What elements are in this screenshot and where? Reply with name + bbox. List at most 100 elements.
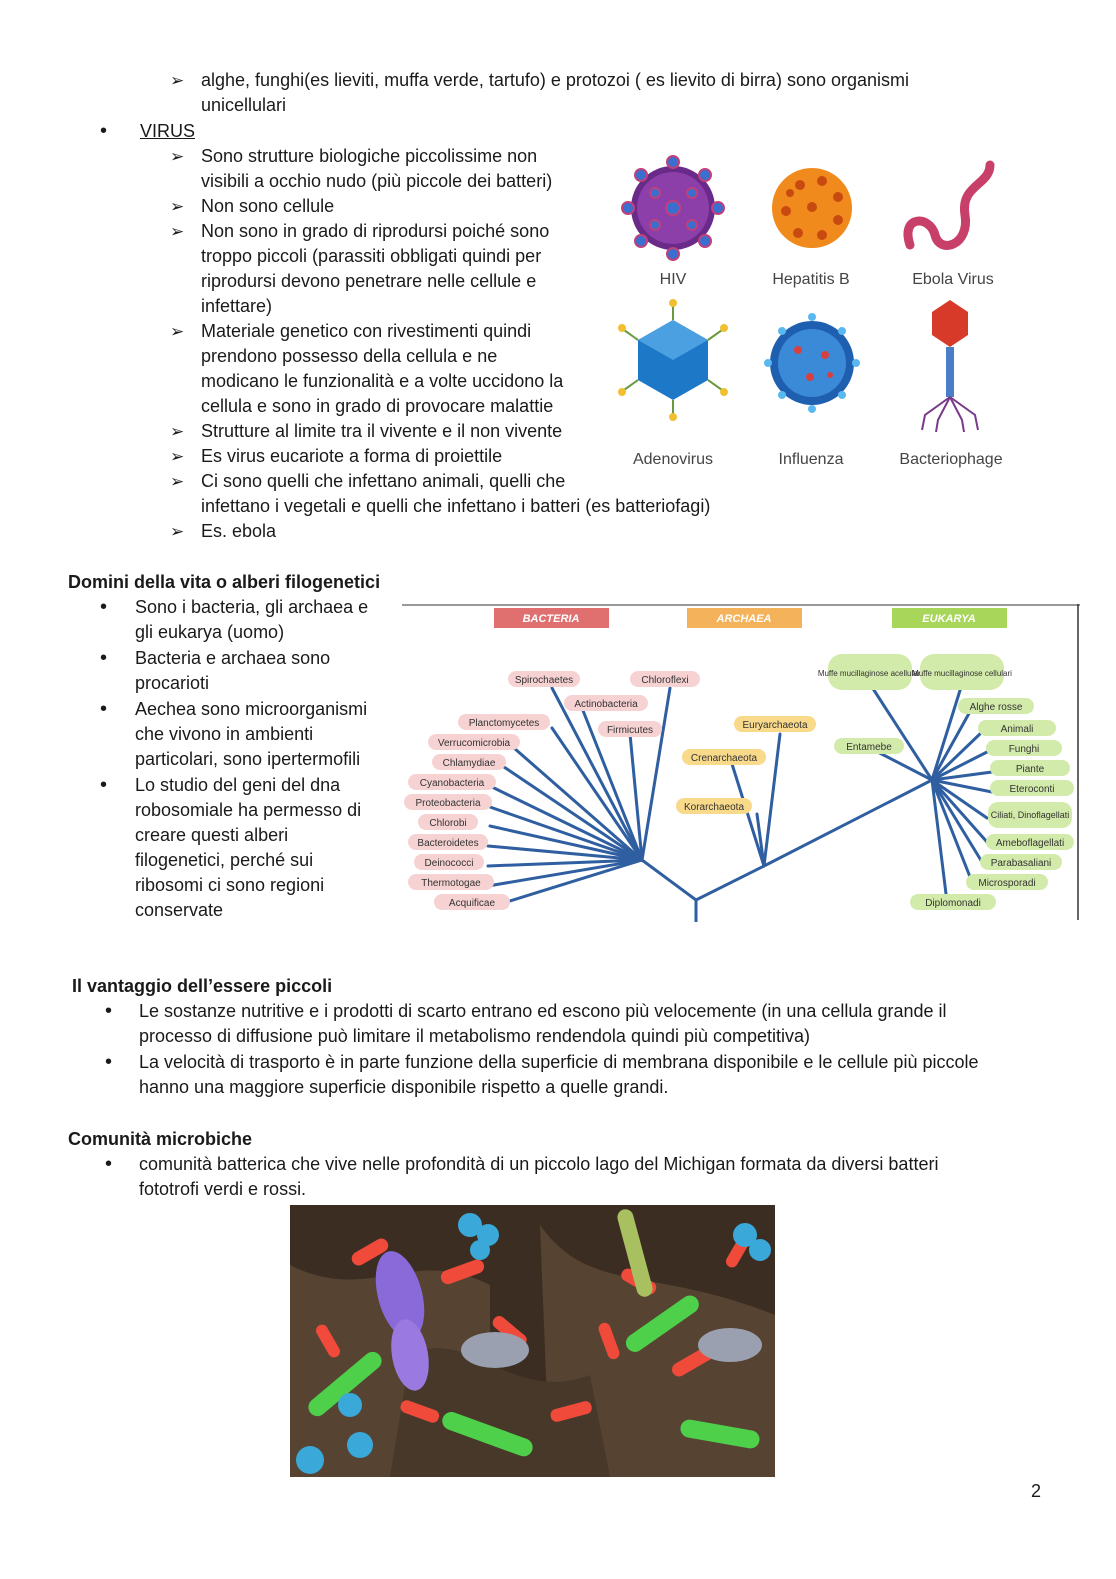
bullet-icon: • bbox=[100, 596, 108, 618]
text-line: alghe, funghi(es lieviti, muffa verde, t… bbox=[201, 70, 910, 90]
taxon-label: Chlorobi bbox=[429, 818, 466, 829]
arrow-bullet-icon: ➢ bbox=[170, 322, 185, 341]
text-line: Bacteria e archaea sono bbox=[135, 648, 331, 668]
text-line: hanno una maggiore superficie disponibil… bbox=[139, 1077, 669, 1097]
taxon-label: Firmicutes bbox=[607, 725, 653, 736]
taxon-label: Chloroflexi bbox=[641, 675, 688, 686]
page-number: 2 bbox=[1031, 1481, 1042, 1501]
taxon-label: Piante bbox=[1016, 764, 1045, 775]
text-line: procarioti bbox=[135, 673, 210, 693]
bullet-icon: • bbox=[100, 647, 108, 669]
hepatitis-b-icon bbox=[772, 168, 852, 248]
bacteriophage-icon bbox=[921, 300, 979, 433]
taxon-label: Microsporadi bbox=[978, 878, 1035, 889]
microbial-community-photo bbox=[290, 1205, 775, 1477]
bullet-icon: • bbox=[105, 1051, 113, 1073]
virus-label-bacteriophage: Bacteriophage bbox=[899, 451, 1003, 468]
text-line: processo di diffusione può limitare il m… bbox=[139, 1026, 811, 1046]
domain-header-archaea bbox=[687, 608, 802, 628]
text-line: gli eukarya (uomo) bbox=[135, 622, 285, 642]
virus-label-hepatitis-b: Hepatitis B bbox=[772, 271, 850, 288]
arrow-bullet-icon: ➢ bbox=[170, 197, 185, 216]
taxon-label: Funghi bbox=[1009, 744, 1040, 755]
text-line: infettare) bbox=[201, 296, 273, 316]
virus-label-adenovirus: Adenovirus bbox=[632, 451, 714, 468]
hiv-icon bbox=[621, 155, 725, 261]
section-heading-virus: VIRUS bbox=[140, 121, 196, 141]
bullet-icon: • bbox=[100, 120, 108, 142]
taxon-label: Verrucomicrobia bbox=[438, 738, 511, 749]
taxon-label: Muffe mucillaginose cellulari bbox=[912, 669, 1012, 678]
text-line: Materiale genetico con rivestimenti quin… bbox=[201, 321, 532, 341]
virus-label-ebola: Ebola Virus bbox=[912, 271, 994, 288]
taxon-label: Actinobacteria bbox=[574, 699, 638, 710]
arrow-bullet-icon: ➢ bbox=[170, 71, 185, 90]
text-line: cellula e sono in grado di provocare mal… bbox=[201, 396, 554, 416]
arrow-bullet-icon: ➢ bbox=[170, 522, 185, 541]
bullet-icon: • bbox=[100, 774, 108, 796]
domain-label-eukarya: EUKARYA bbox=[922, 613, 975, 625]
arrow-bullet-icon: ➢ bbox=[170, 447, 185, 466]
taxon-label: Diplomonadi bbox=[925, 898, 981, 909]
text-line: Es virus eucariote a forma di proiettile bbox=[201, 446, 503, 466]
taxon-label: Crenarchaeota bbox=[691, 753, 758, 764]
text-line: conservate bbox=[135, 900, 224, 920]
virus-label-hiv: HIV bbox=[659, 271, 687, 288]
taxon-label: Deinococci bbox=[425, 858, 474, 869]
arrow-bullet-icon: ➢ bbox=[170, 222, 185, 241]
taxon-label: Euryarchaeota bbox=[742, 720, 807, 731]
arrow-bullet-icon: ➢ bbox=[170, 147, 185, 166]
text-line: unicellulari bbox=[201, 95, 287, 115]
ebola-virus-icon bbox=[903, 160, 995, 250]
virus-illustration bbox=[618, 155, 995, 433]
text-line: filogenetici, perché sui bbox=[135, 850, 314, 870]
bullet-icon: • bbox=[105, 1153, 113, 1175]
influenza-icon bbox=[764, 313, 860, 413]
text-line: Ci sono quelli che infettano animali, qu… bbox=[201, 471, 566, 491]
taxon-label: Planctomycetes bbox=[469, 718, 540, 729]
text-line: Sono i bacteria, gli archaea e bbox=[135, 597, 369, 617]
taxon-label: Cyanobacteria bbox=[420, 778, 485, 789]
taxon-label: Animali bbox=[1001, 724, 1034, 735]
section-heading-vantaggio: Il vantaggio dell’essere piccoli bbox=[72, 976, 333, 996]
taxon-label: Muffe mucillaginose acellulari bbox=[818, 669, 923, 678]
taxon-label: Alghe rosse bbox=[970, 702, 1023, 713]
domain-label-bacteria: BACTERIA bbox=[523, 613, 580, 625]
domain-header-eukarya bbox=[892, 608, 1007, 628]
text-line: particolari, sono ipertermofili bbox=[135, 749, 361, 769]
text-line: Lo studio del geni del dna bbox=[135, 775, 341, 795]
taxon-label: Acquificae bbox=[449, 898, 496, 909]
taxon-label: Entamebe bbox=[846, 742, 892, 753]
arrow-bullet-icon: ➢ bbox=[170, 422, 185, 441]
text-line: modicano le funzionalità e a volte uccid… bbox=[201, 371, 564, 391]
taxon-label: Proteobacteria bbox=[415, 798, 480, 809]
text-line: Sono strutture biologiche piccolissime n… bbox=[201, 146, 538, 166]
text-line: robosomiale ha permesso di bbox=[135, 800, 362, 820]
text-line: Strutture al limite tra il vivente e il … bbox=[201, 421, 563, 441]
text-line: infettano i vegetali e quelli che infett… bbox=[201, 496, 711, 516]
section-heading-comunita: Comunità microbiche bbox=[68, 1129, 253, 1149]
taxon-label: Bacteroidetes bbox=[417, 838, 478, 849]
text-line: troppo piccoli (parassiti obbligati quin… bbox=[201, 246, 542, 266]
domain-label-archaea: ARCHAEA bbox=[716, 613, 772, 625]
text-line: Non sono in grado di riprodursi poiché s… bbox=[201, 221, 550, 241]
bullet-icon: • bbox=[105, 1000, 113, 1022]
text-line: fototrofi verdi e rossi. bbox=[139, 1179, 307, 1199]
virus-label-influenza: Influenza bbox=[778, 451, 844, 468]
text-line: Aechea sono microorganismi bbox=[135, 699, 368, 719]
adenovirus-icon bbox=[618, 299, 728, 421]
text-line: ribosomi ci sono regioni bbox=[135, 875, 325, 895]
taxon-label: Thermotogae bbox=[421, 878, 481, 889]
arrow-bullet-icon: ➢ bbox=[170, 472, 185, 491]
text-line: comunità batterica che vive nelle profon… bbox=[139, 1154, 939, 1174]
taxon-label: Korarchaeota bbox=[684, 802, 744, 813]
phylogenetic-tree: BACTERIA ARCHAEA EUKARYA bbox=[402, 604, 1080, 922]
text-line: Le sostanze nutritive e i prodotti di sc… bbox=[139, 1001, 947, 1021]
text-line: visibili a occhio nudo (più piccole dei … bbox=[201, 171, 553, 191]
text-line: creare questi alberi bbox=[135, 825, 289, 845]
text-line: che vivono in ambienti bbox=[135, 724, 314, 744]
section-heading-domini: Domini della vita o alberi filogenetici bbox=[68, 572, 381, 592]
text-line: La velocità di trasporto è in parte funz… bbox=[139, 1052, 979, 1072]
taxon-label: Ameboflagellati bbox=[996, 838, 1064, 849]
text-line: prendono possesso della cellula e ne bbox=[201, 346, 498, 366]
